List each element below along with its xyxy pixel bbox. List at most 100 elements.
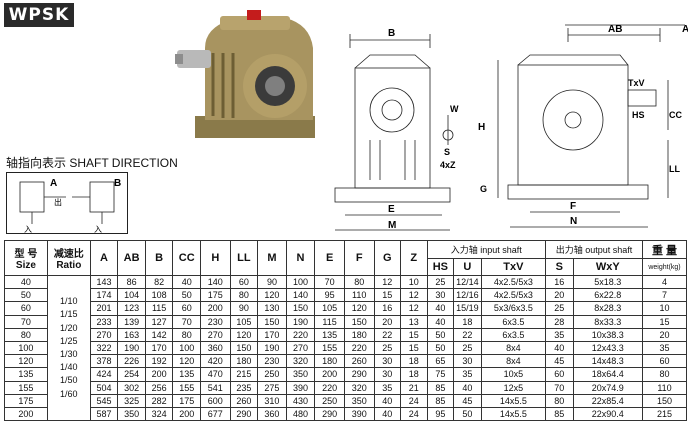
table-cell: 170 bbox=[257, 327, 287, 342]
table-cell: 150 bbox=[285, 301, 316, 316]
table-cell: 50 bbox=[172, 288, 201, 303]
table-cell: 143 bbox=[89, 274, 119, 290]
shaft-A-label: A bbox=[50, 178, 57, 189]
table-cell: 104 bbox=[117, 288, 146, 303]
table-cell: 13 bbox=[400, 314, 428, 329]
table-cell: 190 bbox=[117, 340, 146, 356]
table-cell: 200 bbox=[172, 406, 201, 422]
table-cell: 270 bbox=[200, 327, 231, 342]
table-cell: 200 bbox=[144, 367, 174, 382]
table-cell: 12/14 bbox=[453, 274, 482, 290]
table-cell: 150 bbox=[229, 340, 259, 356]
table-cell: 85 bbox=[545, 406, 574, 422]
shaft-B-label: B bbox=[114, 178, 121, 189]
table-cell: 60 bbox=[545, 367, 574, 382]
table-cell: 50 bbox=[453, 406, 482, 422]
table-cell: 175 bbox=[172, 393, 201, 408]
table-cell: 541 bbox=[200, 380, 231, 395]
table-cell: 100 bbox=[172, 340, 201, 356]
table-cell: 16 bbox=[373, 301, 402, 316]
col-TxV: TxV bbox=[480, 258, 547, 276]
table-cell: 100 bbox=[285, 274, 316, 290]
table-cell: 140 bbox=[200, 274, 231, 290]
table-cell: 50 bbox=[426, 327, 455, 342]
table-cell: 135 bbox=[172, 367, 201, 382]
table-cell: 175 bbox=[200, 288, 231, 303]
table-cell: 60 bbox=[641, 354, 688, 369]
table-cell: 200 bbox=[4, 406, 48, 422]
table-cell: 235 bbox=[229, 380, 259, 395]
table-cell: 310 bbox=[257, 393, 287, 408]
ratio-value: 1/25 bbox=[60, 335, 78, 346]
gearbox-photo bbox=[175, 10, 315, 138]
dim-N: N bbox=[570, 216, 577, 227]
table-cell: 290 bbox=[314, 406, 345, 422]
table-cell: 220 bbox=[343, 340, 375, 356]
table-cell: 40 bbox=[545, 340, 574, 356]
table-cell: 135 bbox=[314, 327, 345, 342]
table-cell: 12/16 bbox=[453, 288, 482, 303]
table-cell: 430 bbox=[285, 393, 316, 408]
table-cell: 18 bbox=[400, 354, 428, 369]
table-cell: 20 bbox=[373, 314, 402, 329]
ratio-value: 1/30 bbox=[60, 349, 78, 360]
table-cell: 12x43.3 bbox=[572, 340, 643, 356]
table-cell: 250 bbox=[257, 367, 287, 382]
col-G: G bbox=[373, 240, 402, 276]
col-S: S bbox=[545, 258, 574, 276]
table-cell: 22x85.4 bbox=[572, 393, 643, 408]
table-cell: 4x2.5/5x3 bbox=[480, 288, 547, 303]
table-cell: 21 bbox=[400, 380, 428, 395]
table-cell: 12 bbox=[400, 301, 428, 316]
col-F: F bbox=[343, 240, 375, 276]
table-cell: 20 bbox=[641, 327, 688, 342]
table-cell: 120 bbox=[4, 354, 48, 369]
table-cell: 226 bbox=[117, 354, 146, 369]
table-cell: 18 bbox=[453, 314, 482, 329]
table-cell: 75 bbox=[426, 367, 455, 382]
shaft-direction-diagram: A B 出 入 入 bbox=[6, 172, 128, 234]
dim-M: M bbox=[388, 220, 396, 231]
table-cell: 180 bbox=[229, 354, 259, 369]
table-cell: 120 bbox=[229, 327, 259, 342]
table-cell: 142 bbox=[144, 327, 174, 342]
col-B: B bbox=[144, 240, 174, 276]
table-cell: 5x3/6x3.5 bbox=[480, 301, 547, 316]
table-cell: 50 bbox=[426, 340, 455, 356]
table-cell: 24 bbox=[400, 393, 428, 408]
table-cell: 174 bbox=[89, 288, 119, 303]
table-cell: 155 bbox=[314, 340, 345, 356]
table-cell: 200 bbox=[200, 301, 231, 316]
table-cell: 677 bbox=[200, 406, 231, 422]
dim-Z: 4xZ bbox=[440, 160, 456, 170]
table-cell: 80 bbox=[343, 274, 375, 290]
table-cell: 470 bbox=[200, 367, 231, 382]
table-cell: 60 bbox=[229, 274, 259, 290]
table-cell: 65 bbox=[426, 354, 455, 369]
col-N: N bbox=[285, 240, 316, 276]
dim-TxV: TxV bbox=[628, 78, 645, 88]
table-cell: 22 bbox=[453, 327, 482, 342]
table-cell: 275 bbox=[257, 380, 287, 395]
ratio-value: 1/20 bbox=[60, 322, 78, 333]
table-cell: 10 bbox=[641, 301, 688, 316]
table-cell: 6x3.5 bbox=[480, 314, 547, 329]
table-cell: 6x3.5 bbox=[480, 327, 547, 342]
table-cell: 201 bbox=[89, 301, 119, 316]
front-view-drawing: B E M W S 4xZ bbox=[334, 28, 459, 231]
table-cell: 10x5 bbox=[480, 367, 547, 382]
dim-A: A bbox=[682, 24, 688, 35]
table-cell: 30 bbox=[426, 288, 455, 303]
table-cell: 8x28.3 bbox=[572, 301, 643, 316]
table-cell: 180 bbox=[343, 327, 375, 342]
table-cell: 220 bbox=[314, 380, 345, 395]
table-cell: 35 bbox=[545, 327, 574, 342]
dim-LL: LL bbox=[669, 164, 680, 174]
table-cell: 14x5.5 bbox=[480, 406, 547, 422]
table-cell: 163 bbox=[117, 327, 146, 342]
table-cell: 120 bbox=[257, 288, 287, 303]
